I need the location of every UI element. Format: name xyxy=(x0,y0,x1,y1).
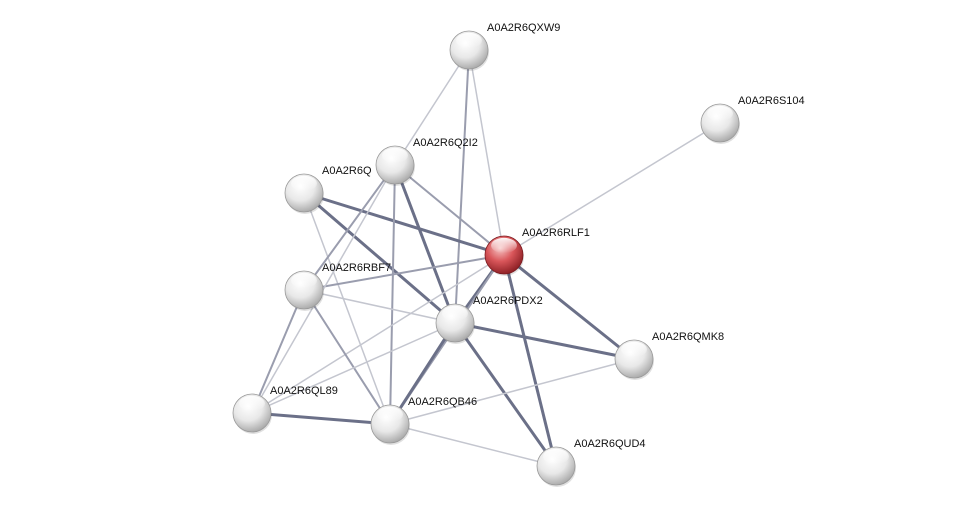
edge-q2i2-pdx2 xyxy=(393,163,457,325)
edge-rbf7-qb46 xyxy=(303,289,391,425)
node-qmk8[interactable]: A0A2R6QMK8 xyxy=(614,331,724,380)
edge-q-qb46 xyxy=(303,192,391,425)
edge-ql89-qb46 xyxy=(250,411,392,426)
edge-qxw9-q2i2 xyxy=(394,49,470,166)
node-label: A0A2R6PDX2 xyxy=(473,295,543,307)
node-label: A0A2R6QXW9 xyxy=(487,22,560,34)
node-qud4[interactable]: A0A2R6QUD4 xyxy=(536,438,646,487)
edge-pdx2-qb46 xyxy=(388,321,457,426)
node-q2i2[interactable]: A0A2R6Q2I2 xyxy=(375,137,478,186)
edge-rbf7-pdx2 xyxy=(303,289,456,324)
node-highlight xyxy=(291,175,317,192)
node-highlight xyxy=(456,32,482,49)
edge-pdx2-qmk8 xyxy=(453,321,636,361)
edge-rbf7-ql89 xyxy=(251,289,305,414)
node-highlight xyxy=(543,448,569,465)
node-label: A0A2R6RLF1 xyxy=(522,227,590,239)
node-q[interactable]: A0A2R6Q xyxy=(284,165,372,214)
node-label: A0A2R6RBF7 xyxy=(322,262,391,274)
node-highlight xyxy=(442,305,468,322)
node-label: A0A2R6Q xyxy=(322,165,372,177)
node-label: A0A2R6S104 xyxy=(738,95,805,107)
node-highlight xyxy=(382,147,408,164)
edge-s104-rlf1 xyxy=(503,122,721,256)
node-rbf7[interactable]: A0A2R6RBF7 xyxy=(284,262,391,311)
node-s104[interactable]: A0A2R6S104 xyxy=(700,95,805,144)
edge-qb46-qmk8 xyxy=(389,358,635,425)
edge-q-rlf1 xyxy=(302,191,506,257)
node-label: A0A2R6QUD4 xyxy=(574,438,646,450)
edge-rlf1-rbf7 xyxy=(303,254,505,291)
node-highlight xyxy=(491,237,517,254)
edge-rlf1-ql89 xyxy=(251,254,505,414)
node-label: A0A2R6QB46 xyxy=(408,396,477,408)
edge-pdx2-ql89 xyxy=(251,322,456,414)
node-qb46[interactable]: A0A2R6QB46 xyxy=(370,396,477,445)
node-highlight xyxy=(291,272,317,289)
edge-q2i2-rbf7 xyxy=(303,164,396,291)
node-highlight xyxy=(707,105,733,122)
node-label: A0A2R6QMK8 xyxy=(652,331,724,343)
node-highlight xyxy=(377,406,403,423)
edges-layer xyxy=(250,49,721,468)
edge-qxw9-pdx2 xyxy=(454,49,470,324)
edge-ql89-q2i2 xyxy=(251,164,396,414)
node-label: A0A2R6Q2I2 xyxy=(413,137,478,149)
node-qxw9[interactable]: A0A2R6QXW9 xyxy=(449,22,560,71)
edge-rlf1-qud4 xyxy=(502,253,558,468)
node-highlight xyxy=(621,341,647,358)
node-ql89[interactable]: A0A2R6QL89 xyxy=(232,385,338,434)
edge-qb46-qud4 xyxy=(389,423,557,467)
node-pdx2[interactable]: A0A2R6PDX2 xyxy=(435,295,543,344)
node-rlf1[interactable]: A0A2R6RLF1 xyxy=(484,227,590,276)
edge-qxw9-rlf1 xyxy=(468,49,505,256)
edge-q2i2-qb46 xyxy=(389,164,396,425)
edge-q2i2-rlf1 xyxy=(394,164,505,256)
node-label: A0A2R6QL89 xyxy=(270,385,338,397)
edge-rlf1-qmk8 xyxy=(502,253,636,361)
node-highlight xyxy=(239,395,265,412)
edge-pdx2-qud4 xyxy=(453,321,558,468)
